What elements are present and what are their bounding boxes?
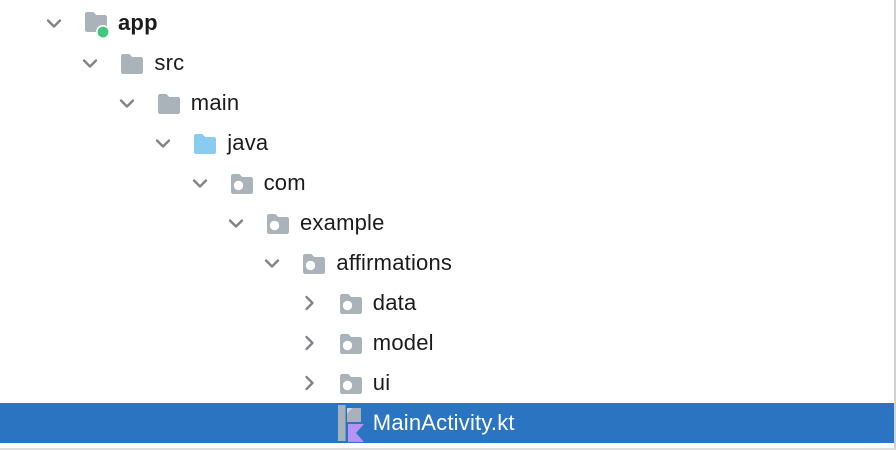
tree-item-label: java [227, 130, 269, 155]
chevron-down-icon[interactable] [149, 123, 177, 163]
tree-row-java[interactable]: java [0, 123, 894, 163]
folder-icon [118, 43, 146, 83]
package-folder-icon [300, 243, 328, 283]
package-folder-icon [337, 363, 365, 403]
tree-item-label: example [300, 210, 385, 235]
tree-row-model[interactable]: model [0, 323, 894, 363]
folder-icon [155, 83, 183, 123]
chevron-down-icon[interactable] [113, 83, 141, 123]
tree-row-data[interactable]: data [0, 283, 894, 323]
module-folder-icon [82, 3, 110, 43]
package-folder-icon [228, 163, 256, 203]
tree-row-example[interactable]: example [0, 203, 894, 243]
package-folder-icon [337, 283, 365, 323]
tree-item-label: data [372, 290, 417, 315]
source-folder-icon [191, 123, 219, 163]
kotlin-file-icon [337, 403, 365, 443]
tree-row-com[interactable]: com [0, 163, 894, 203]
tree-item-label: affirmations [336, 250, 453, 275]
tree-item-label: src [154, 50, 185, 75]
tree-item-label: ui [372, 370, 391, 395]
tree-row-main[interactable]: main [0, 83, 894, 123]
tree-row-src[interactable]: src [0, 43, 894, 83]
chevron-down-icon[interactable] [40, 3, 68, 43]
chevron-right-icon[interactable] [295, 283, 323, 323]
tree-item-label: app [118, 10, 158, 35]
package-folder-icon [264, 203, 292, 243]
chevron-down-icon[interactable] [222, 203, 250, 243]
tree-item-label: model [372, 330, 434, 355]
tree-item-label: main [190, 90, 240, 115]
tree-row-ui[interactable]: ui [0, 363, 894, 403]
package-folder-icon [337, 323, 365, 363]
tree-row-affirmations[interactable]: affirmations [0, 243, 894, 283]
chevron-down-icon[interactable] [76, 43, 104, 83]
chevron-down-icon[interactable] [258, 243, 286, 283]
chevron-spacer [295, 403, 323, 443]
chevron-right-icon[interactable] [295, 363, 323, 403]
tree-item-label: MainActivity.kt [372, 410, 515, 435]
tree-row-app[interactable]: app [0, 3, 894, 43]
tree-item-label: com [263, 170, 306, 195]
tree-row-mainactivity-kt[interactable]: MainActivity.kt [0, 403, 894, 443]
chevron-down-icon[interactable] [186, 163, 214, 203]
chevron-right-icon[interactable] [295, 323, 323, 363]
